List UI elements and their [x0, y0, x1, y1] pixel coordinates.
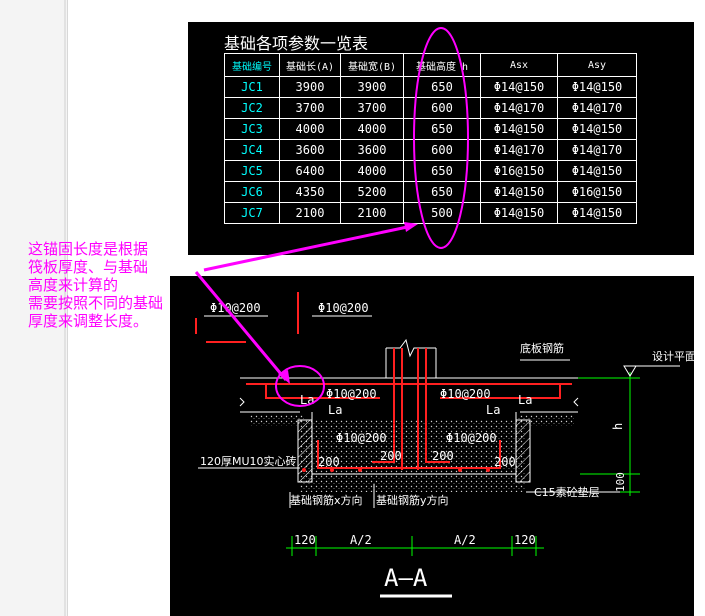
- note-line: 筏板厚度、与基础: [28, 258, 149, 276]
- rebar-y-label: 基础钢筋y方向: [376, 493, 449, 507]
- cell-asy: Φ16@150: [557, 181, 637, 203]
- anchor-length-label: La: [518, 393, 532, 407]
- cell-id: JC5: [224, 160, 280, 182]
- dimension-120-left: 120: [294, 533, 316, 547]
- cell-asx: Φ16@150: [480, 160, 558, 182]
- height-h-label: h: [611, 423, 625, 430]
- top-rebar-left-label: Φ10@200: [210, 301, 261, 315]
- concrete-cushion: [300, 420, 525, 480]
- cell-width: 2100: [340, 202, 404, 224]
- rebar-label: Φ10@200: [446, 431, 497, 445]
- anchor-length-label: La: [486, 403, 500, 417]
- dimension-120-right: 120: [514, 533, 536, 547]
- rebar-label: Φ10@200: [440, 387, 491, 401]
- cushion-right: [518, 414, 574, 426]
- brick-wall-right: [515, 419, 531, 483]
- dimension-100-label: 100: [614, 472, 627, 492]
- cell-asy: Φ14@170: [557, 97, 637, 119]
- dimension-200: 200: [432, 449, 454, 463]
- highlight-anchor-length: [275, 365, 325, 407]
- width-dimension-chain: [286, 536, 544, 556]
- foundation-outline: [311, 412, 517, 475]
- dimension-200: 200: [380, 449, 402, 463]
- cell-asy: Φ14@150: [557, 202, 637, 224]
- cell-height: 600: [403, 139, 481, 161]
- dimension-200: 200: [494, 455, 516, 469]
- dimension-half-left: A/2: [350, 533, 372, 547]
- design-surface-label: 设计平面: [652, 350, 696, 363]
- slab-outline: [239, 338, 579, 413]
- editor-gutter: [0, 0, 68, 616]
- cell-height: 650: [403, 76, 481, 98]
- anchor-length-note: 这锚固长度是根据 筏板厚度、与基础 高度来计算的 需要按照不同的基础 厚度来调整…: [28, 240, 163, 330]
- cushion-left: [250, 414, 304, 426]
- header-foundation-id: 基础编号: [224, 53, 280, 77]
- cell-length: 3700: [279, 97, 341, 119]
- cell-id: JC1: [224, 76, 280, 98]
- cell-width: 3600: [340, 139, 404, 161]
- cushion-bottom: [300, 480, 525, 492]
- brick-wall-label: 120厚MU10实心砖: [200, 454, 297, 468]
- dimension-half-right: A/2: [454, 533, 476, 547]
- note-line: 高度来计算的: [28, 276, 119, 294]
- table-header-row: 基础编号 基础长(A) 基础宽(B) 基础高度 h Asx Asy: [224, 53, 637, 77]
- rebar-dots: [302, 468, 490, 472]
- highlight-height-column: [413, 27, 469, 249]
- cell-width: 4000: [340, 118, 404, 140]
- cell-id: JC3: [224, 118, 280, 140]
- cell-asx: Φ14@170: [480, 139, 558, 161]
- cell-width: 3900: [340, 76, 404, 98]
- cell-asy: Φ14@170: [557, 139, 637, 161]
- header-asx: Asx: [480, 53, 558, 77]
- rebar-label: Φ10@200: [326, 387, 377, 401]
- section-title: A—A: [384, 564, 428, 592]
- brick-wall-left: [297, 419, 313, 483]
- rebar-lines: [195, 292, 572, 470]
- top-rebar-right-label: Φ10@200: [318, 301, 369, 315]
- height-dimension: [578, 365, 680, 496]
- dimension-200: 200: [318, 455, 340, 469]
- cell-asy: Φ14@150: [557, 118, 637, 140]
- rebar-label: Φ10@200: [336, 431, 387, 445]
- note-line: 厚度来调整长度。: [28, 312, 149, 330]
- annotation-arrows: [194, 224, 413, 381]
- arrow-head: [404, 222, 418, 232]
- arrow-head: [278, 370, 290, 384]
- rebar-x-label: 基础钢筋x方向: [290, 493, 363, 507]
- cell-id: JC6: [224, 181, 280, 203]
- note-line: 需要按照不同的基础: [28, 294, 164, 312]
- gutter-divider: [64, 0, 66, 616]
- table-title: 基础各项参数一览表: [224, 34, 369, 53]
- cushion-label: C15素砼垫层: [534, 485, 600, 499]
- bottom-rebar-label: 底板钢筋: [520, 341, 564, 355]
- cell-length: 3900: [279, 76, 341, 98]
- anchor-length-label: La: [328, 403, 342, 417]
- note-line: 这锚固长度是根据: [28, 240, 149, 258]
- cell-asx: Φ14@150: [480, 76, 558, 98]
- cell-asy: Φ14@150: [557, 160, 637, 182]
- cell-length: 2100: [279, 202, 341, 224]
